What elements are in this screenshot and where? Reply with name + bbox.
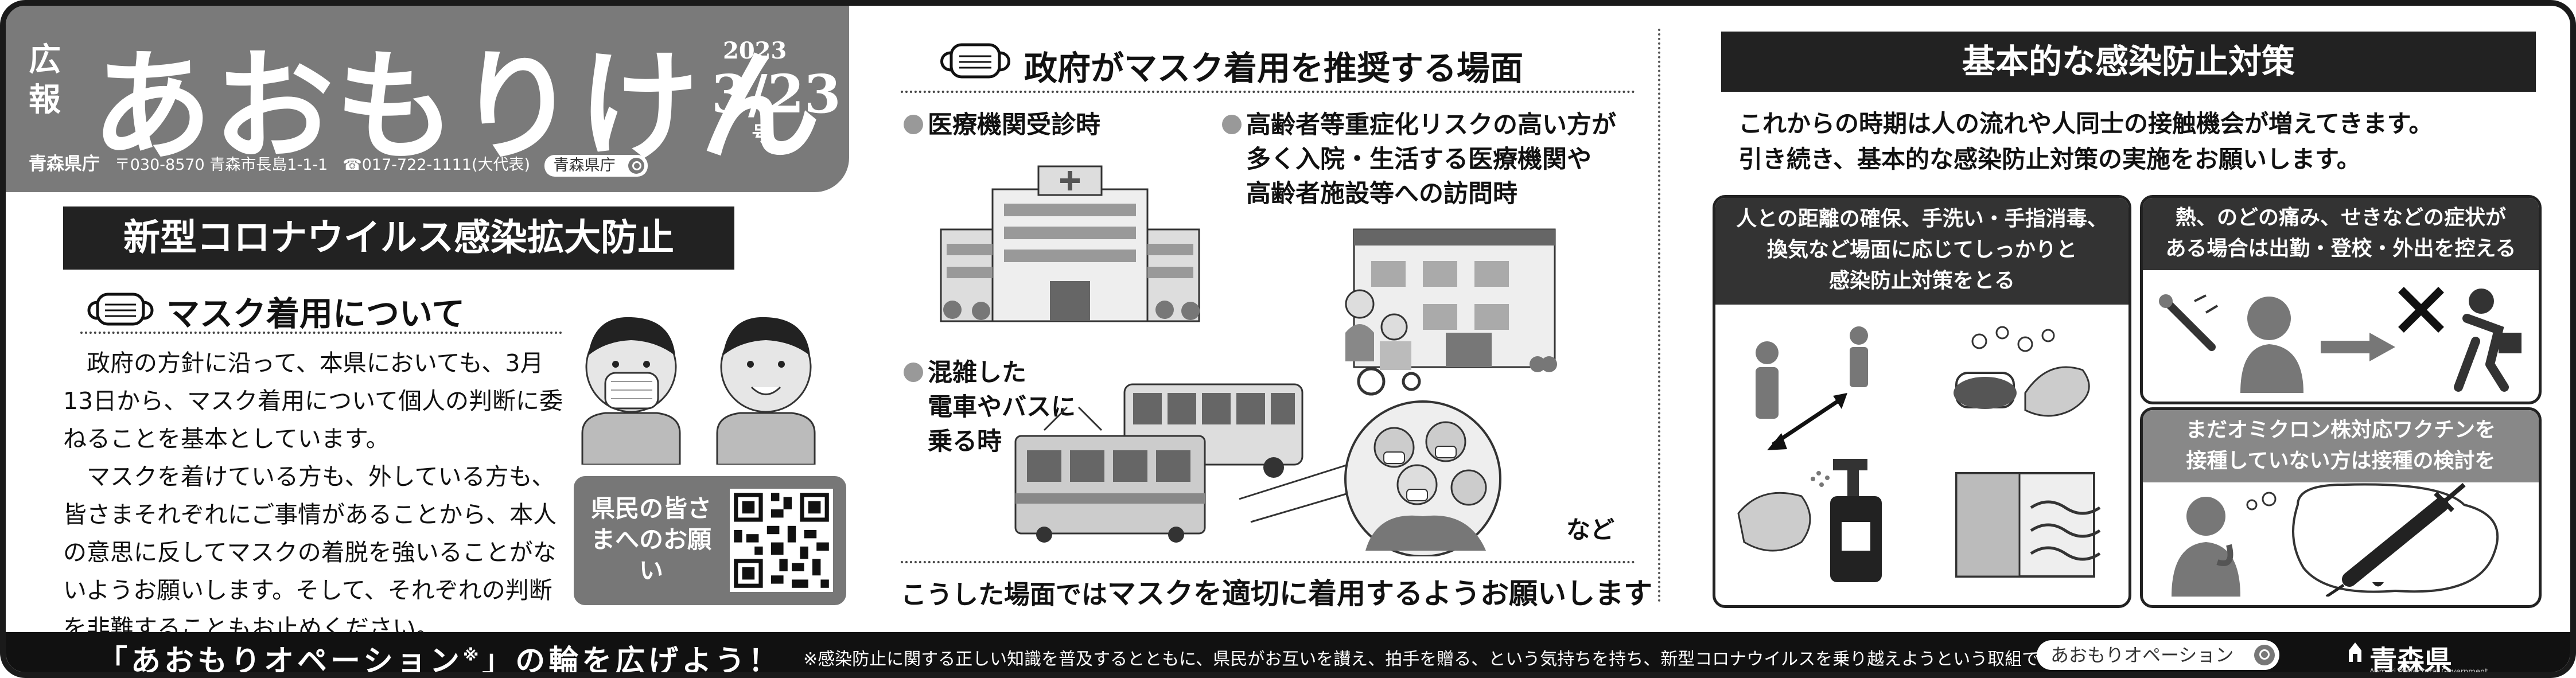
panel-vaccine-header: まだオミクロン株対応ワクチンを 接種していない方は接種の検討を	[2143, 410, 2539, 482]
panel-basic-line-2: 換気など場面に応じてしっかりと	[1766, 238, 2077, 262]
scene-hospital-label: 医療機関受診時	[928, 111, 1100, 139]
search-box[interactable]: 青森県庁	[544, 154, 648, 177]
koho-label: 広報	[29, 41, 61, 119]
issue-year: 2023	[723, 37, 787, 64]
closing-emphasis: マスクを適切に着用するようお願いします	[1107, 577, 1653, 610]
paragraph-1: 政府の方針に沿って、本県においても、3月13日から、マスク着用について個人の判断…	[63, 349, 563, 453]
footer-bar: 「あおもりオペーション※」の輪を広げよう！ ※感染防止に関する正しい知識を普及す…	[6, 632, 2570, 678]
search-box-text: 青森県庁	[553, 156, 616, 174]
scene-facility-line-2: 多く入院・生活する医療機関や	[1246, 145, 1591, 174]
ventilation-icon	[1955, 472, 2101, 578]
scene-hospital: 医療機関受診時	[904, 108, 1100, 142]
footer-slogan: 「あおもりオペーション※」の輪を広げよう！	[98, 637, 782, 678]
divider	[901, 561, 1635, 563]
bullet-icon	[1222, 115, 1242, 134]
train-icon	[1014, 406, 1206, 543]
mask-heading: マスク着用について	[166, 294, 465, 333]
stay-home-illustration	[2159, 287, 2521, 393]
qr-panel[interactable]: 県民の皆さまへのお願い	[574, 476, 846, 605]
children-illustration	[581, 317, 816, 465]
scene-transit: 混雑した 電車やバスに 乗る時	[904, 356, 1076, 459]
intro-line-2: 引き続き、基本的な感染防止対策の実施をお願いします。	[1738, 145, 2361, 173]
publication-logo: あおもりけん	[92, 37, 822, 177]
footer-search-box[interactable]: あおもりオペーション	[2037, 640, 2280, 670]
panel-vaccine-line-1: まだオミクロン株対応ワクチンを	[2185, 418, 2496, 442]
right-banner: 基本的な感染防止対策	[1721, 32, 2536, 92]
panel-basic-measures: 人との距離の確保、手洗い・手指消毒、 換気など場面に応じてしっかりと 感染防止対…	[1713, 195, 2131, 608]
distance-icon	[1756, 326, 1868, 450]
footer-prefecture: 青森県	[2369, 645, 2453, 677]
bullet-icon	[904, 363, 923, 382]
footer-search-text: あおもりオペーション	[2050, 644, 2234, 666]
etc-label: など	[1566, 516, 1615, 544]
search-icon	[628, 157, 644, 174]
scene-facility: 高齢者等重症化リスクの高い方が 多く入院・生活する医療機関や 高齢者施設等への訪…	[1222, 108, 1616, 211]
panel-symptoms: 熱、のどの痛み、せきなどの症状が ある場合は出勤・登校・外出を控える	[2140, 195, 2542, 404]
address: 〒030-8570 青森市長島1-1-1	[114, 156, 328, 174]
qr-label: 県民の皆さまへのお願い	[590, 494, 711, 585]
pref-office: 青森県庁	[29, 154, 100, 174]
qr-code-icon[interactable]	[730, 489, 833, 592]
issue-suffix: 号	[752, 123, 773, 146]
panel-vaccine: まだオミクロン株対応ワクチンを 接種していない方は接種の検討を	[2140, 407, 2542, 608]
hospital-illustration	[940, 165, 1200, 322]
prefecture-emblem-icon	[2349, 642, 2361, 662]
column-divider	[1658, 29, 1660, 602]
address-line: 青森県庁 〒030-8570 青森市長島1-1-1 ☎017-722-1111(…	[29, 149, 648, 177]
slogan-close: 」の輪を広げよう！	[482, 644, 782, 678]
mask-icon	[87, 293, 154, 326]
panel-basic-line-1: 人との距離の確保、手洗い・手指消毒、	[1736, 207, 2108, 231]
vaccine-illustration	[2172, 482, 2499, 597]
panel-vaccine-line-2: 接種していない方は接種の検討を	[2186, 449, 2496, 473]
closing-message: こうした場面ではマスクを適切に着用するようお願いします	[901, 571, 1652, 612]
sanitizer-icon	[1737, 459, 1882, 582]
paragraph-2: マスクを着けている方も、外している方も、皆さまそれぞれにご事情があることから、本…	[63, 463, 557, 642]
scene-heading: 政府がマスク着用を推奨する場面	[1024, 49, 1524, 88]
left-banner: 新型コロナウイルス感染拡大防止	[63, 206, 734, 270]
scene-transit-line-3: 乗る時	[928, 427, 1002, 456]
masthead: 広報 あおもりけん 2023 3/23 号 青森県庁 〒030-8570 青森市…	[6, 6, 849, 192]
slogan-open: 「あおもりオペーション	[98, 644, 463, 678]
divider	[901, 91, 1635, 93]
transit-illustration	[1014, 383, 1501, 556]
scene-transit-line-1: 混雑した	[928, 359, 1026, 387]
scene-facility-line-3: 高齢者施設等への訪問時	[1246, 180, 1517, 208]
panel-basic-line-3: 感染防止対策をとる	[1828, 269, 2015, 293]
issue-date: 3/23	[711, 63, 841, 125]
bullet-icon	[904, 115, 923, 134]
panel-symptoms-line-1: 熱、のどの痛み、せきなどの症状が	[2175, 206, 2506, 229]
intro-line-1: これからの時期は人の流れや人同士の接触機会が増えてきます。	[1738, 110, 2433, 138]
panel-basic-header: 人との距離の確保、手洗い・手指消毒、 換気など場面に応じてしっかりと 感染防止対…	[1715, 198, 2128, 305]
phone: ☎017-722-1111(大代表)	[343, 156, 531, 174]
mask-body: 政府の方針に沿って、本県においても、3月13日から、マスク着用について個人の判断…	[63, 344, 568, 647]
right-intro: これからの時期は人の流れや人同士の接触機会が増えてきます。 引き続き、基本的な感…	[1738, 106, 2542, 177]
crowd-icon	[1344, 400, 1501, 556]
mask-icon	[940, 43, 1010, 79]
footer-note: ※感染防止に関する正しい知識を普及するとともに、県民がお互いを讃え、拍手を贈る、…	[803, 649, 2072, 669]
scene-facility-line-1: 高齢者等重症化リスクの高い方が	[1246, 111, 1616, 139]
elderly-facility-illustration	[1345, 228, 1557, 396]
handwash-icon	[1954, 326, 2090, 417]
footer-prefecture-en: Aomori Prefectural Government	[2369, 668, 2488, 676]
slogan-mark: ※	[462, 645, 482, 665]
closing-pre: こうした場面では	[901, 579, 1108, 610]
measures-illustration	[1737, 326, 2101, 582]
search-icon	[2254, 645, 2275, 665]
panel-symptoms-header: 熱、のどの痛み、せきなどの症状が ある場合は出勤・登校・外出を控える	[2143, 198, 2539, 270]
panel-symptoms-line-2: ある場合は出勤・登校・外出を控える	[2165, 237, 2516, 260]
scene-transit-line-2: 電車やバスに	[928, 393, 1076, 422]
divider	[80, 332, 562, 334]
